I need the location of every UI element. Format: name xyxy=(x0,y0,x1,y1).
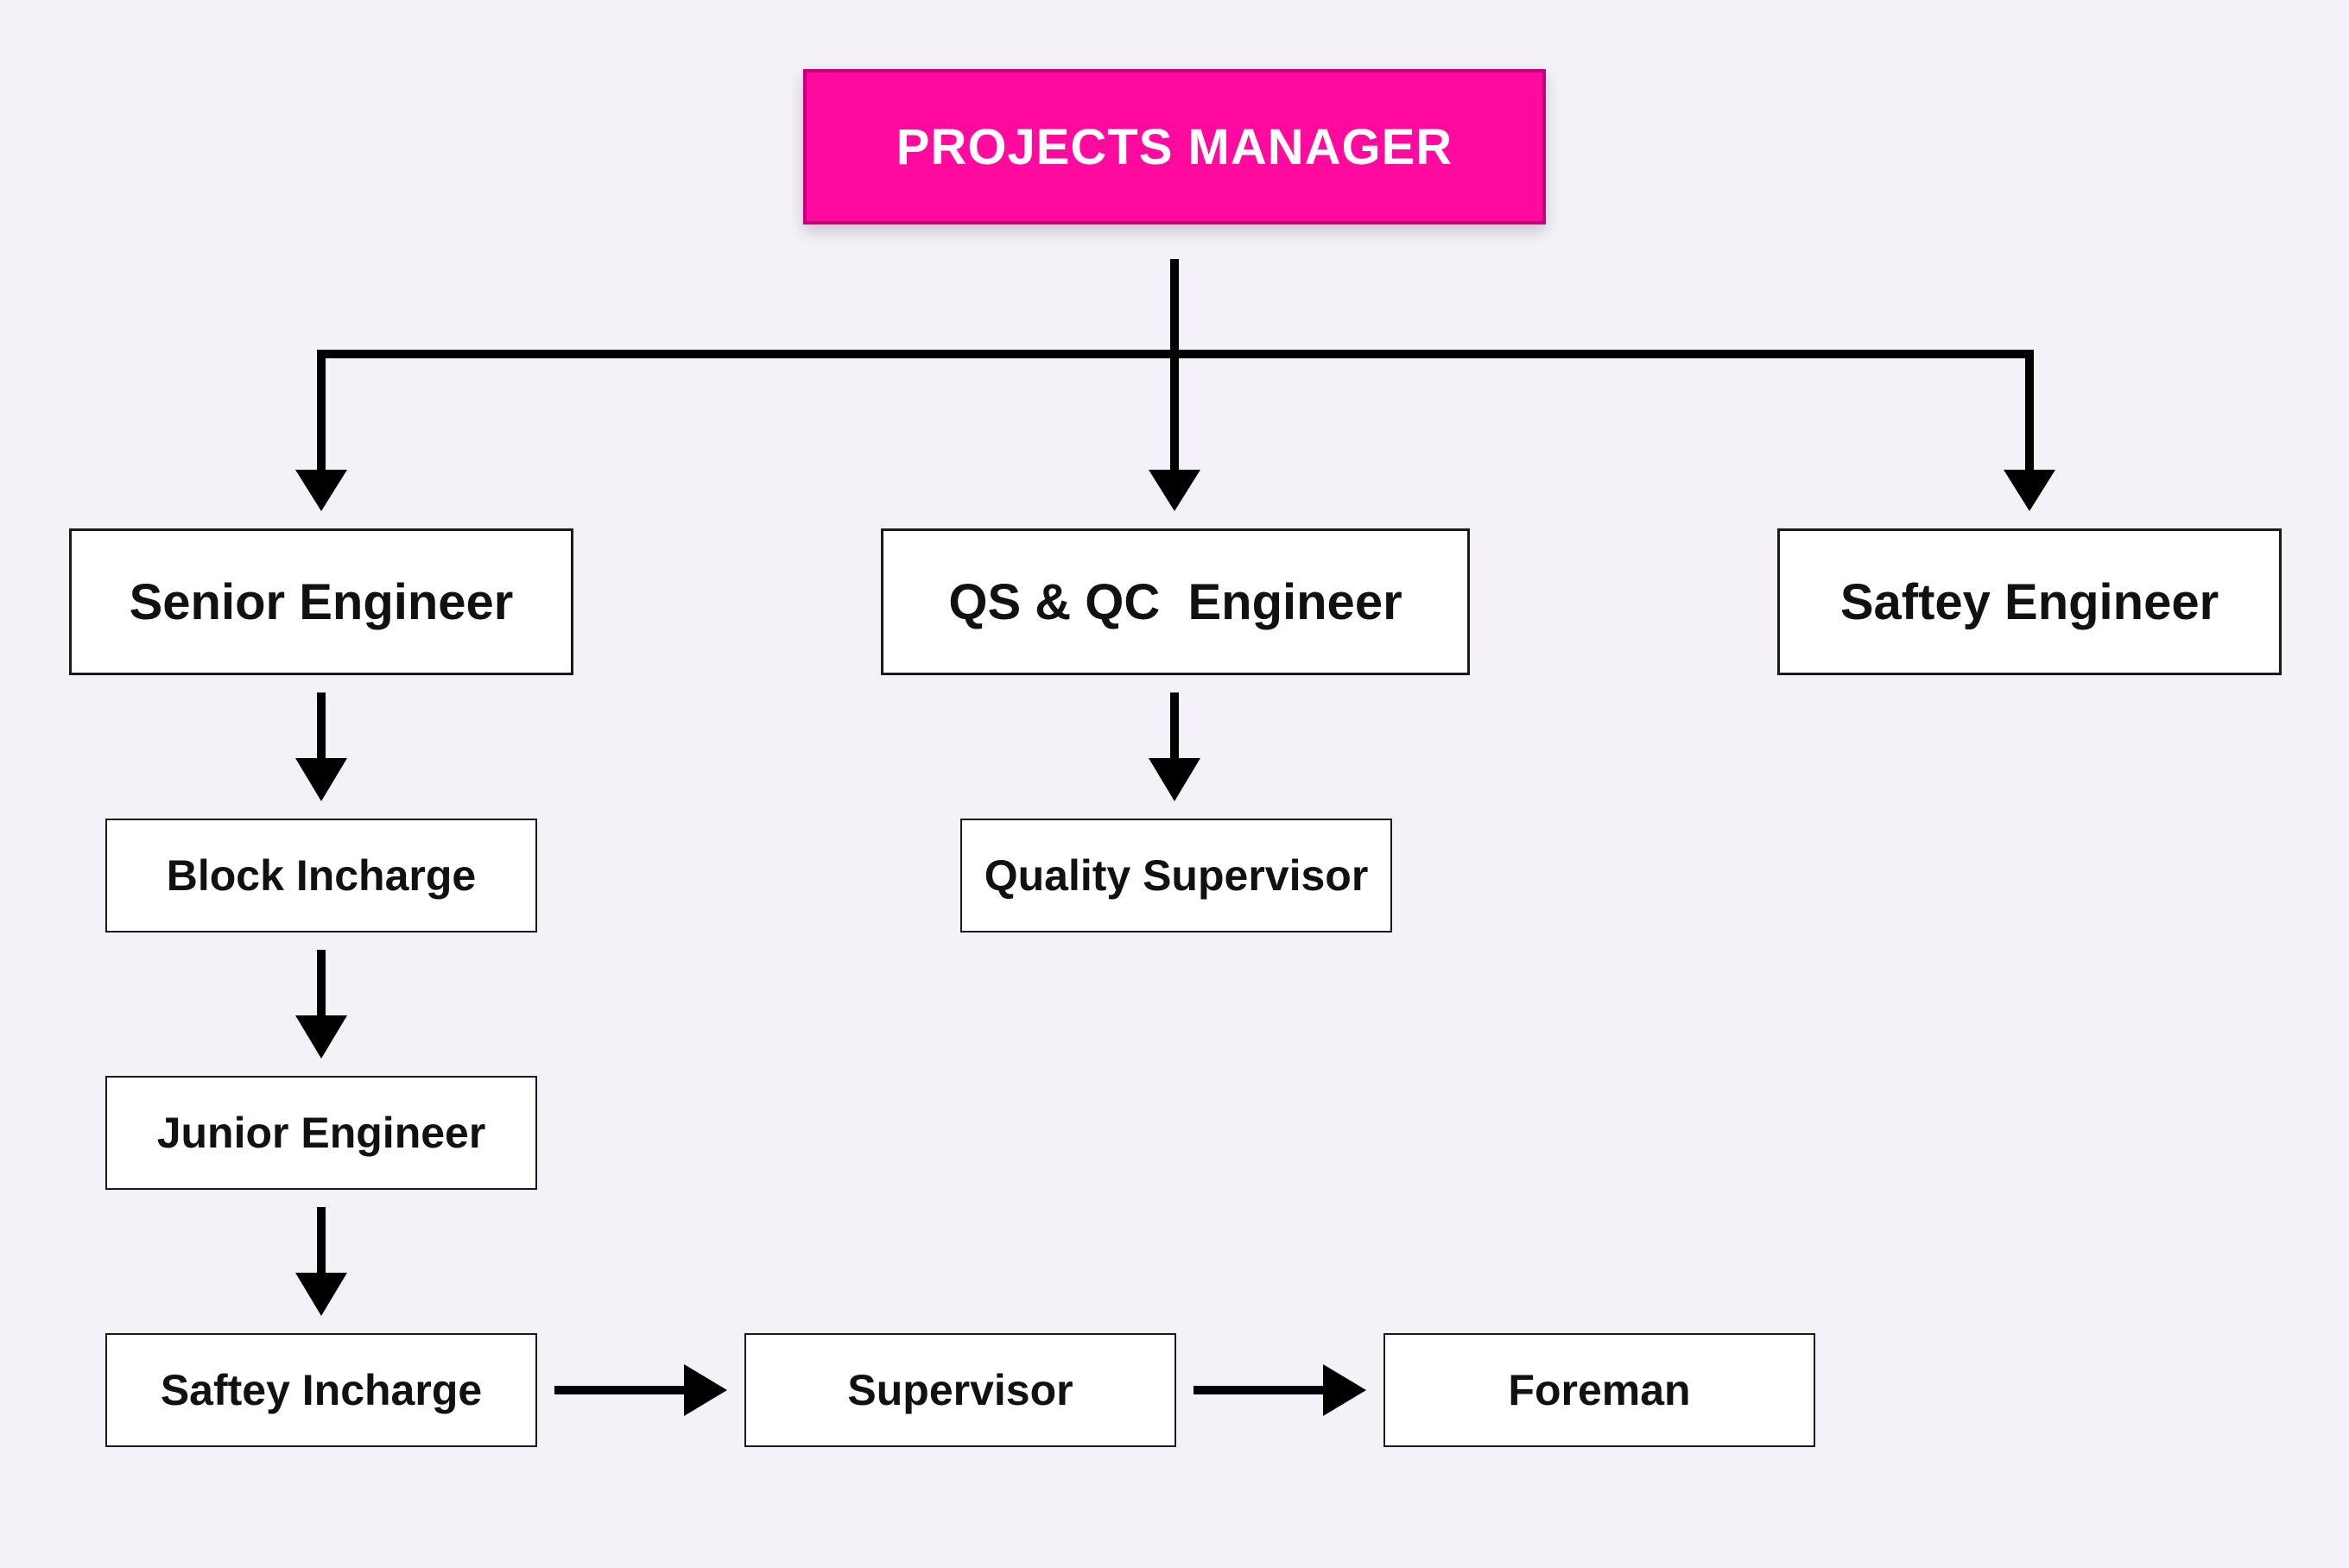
node-label: Saftey Incharge xyxy=(160,1366,483,1414)
node-label: Saftey Engineer xyxy=(1839,573,2219,630)
node-label: QS & QC Engineer xyxy=(948,573,1402,630)
arrow-supervisor-to-foreman xyxy=(1193,1364,1366,1416)
arrow-root-to-qs-qc-engineer xyxy=(1149,470,1200,511)
node-label: Supervisor xyxy=(847,1366,1073,1414)
node-label: Quality Supervisor xyxy=(984,851,1369,900)
node-label: Senior Engineer xyxy=(129,573,514,630)
node-quality-supervisor[interactable]: Quality Supervisor xyxy=(960,819,1392,933)
arrow-senior-engineer-to-block-incharge xyxy=(295,692,347,801)
arrow-qs-qc-engineer-to-quality-supervisor xyxy=(1149,692,1200,801)
node-saftey-engineer[interactable]: Saftey Engineer xyxy=(1777,528,2282,675)
node-label: Block Incharge xyxy=(166,851,477,900)
node-label: Junior Engineer xyxy=(156,1109,486,1157)
arrow-saftey-incharge-to-supervisor xyxy=(554,1364,727,1416)
node-label: Foreman xyxy=(1508,1366,1691,1414)
arrow-junior-engineer-to-saftey-incharge xyxy=(295,1207,347,1316)
node-saftey-incharge[interactable]: Saftey Incharge xyxy=(105,1333,537,1447)
root-connector-trunk xyxy=(317,259,2034,471)
node-senior-engineer[interactable]: Senior Engineer xyxy=(69,528,573,675)
node-junior-engineer[interactable]: Junior Engineer xyxy=(105,1076,537,1190)
node-block-incharge[interactable]: Block Incharge xyxy=(105,819,537,933)
node-qs-qc-engineer[interactable]: QS & QC Engineer xyxy=(881,528,1470,675)
arrow-root-to-senior-engineer xyxy=(295,470,347,511)
arrow-block-incharge-to-junior-engineer xyxy=(295,950,347,1059)
arrow-root-to-saftey-engineer xyxy=(2004,470,2055,511)
node-supervisor[interactable]: Supervisor xyxy=(744,1333,1176,1447)
node-label: PROJECTS MANAGER xyxy=(896,118,1453,175)
node-foreman[interactable]: Foreman xyxy=(1383,1333,1815,1447)
node-projects-manager[interactable]: PROJECTS MANAGER xyxy=(803,69,1546,224)
